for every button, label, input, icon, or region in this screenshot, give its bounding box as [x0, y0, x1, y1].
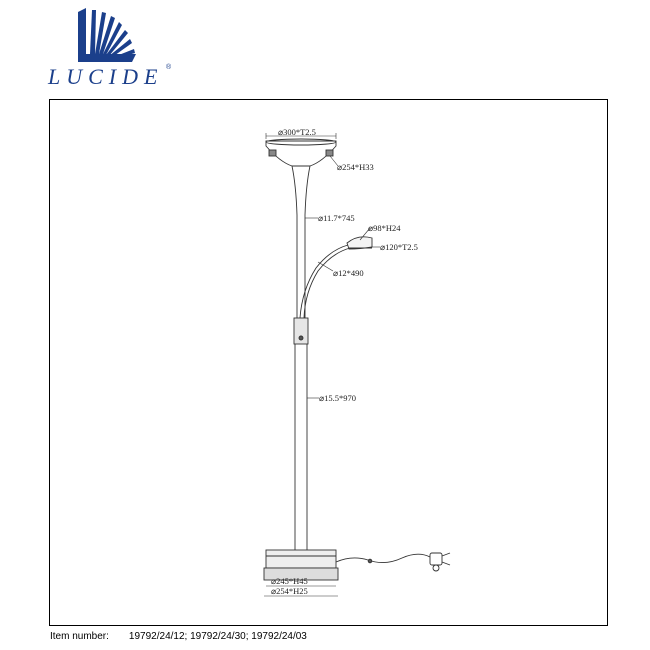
lucide-logo-icon: [78, 8, 136, 62]
brand-wordmark: LUCIDE: [48, 64, 164, 89]
base-upper: [265, 549, 337, 569]
registered-mark: ®: [166, 64, 172, 71]
dim-base-bottom: ⌀254*H25: [271, 586, 308, 596]
dim-top-dish-height: ⌀254*H33: [337, 162, 374, 172]
item-number-value: 19792/24/12; 19792/24/30; 19792/24/03: [128, 631, 307, 642]
switch-connector: [293, 317, 309, 345]
dim-reading-disc: ⌀120*T2.5: [380, 242, 418, 252]
dim-top-dish: ⌀300*T2.5: [278, 127, 316, 137]
power-cable: [335, 553, 431, 563]
dim-reading-arm: ⌀12*490: [333, 268, 364, 278]
dim-upper-tube: ⌀11.7*745: [318, 213, 355, 223]
drawing-frame: [49, 99, 608, 626]
item-number-line: Item number: 19792/24/12; 19792/24/30; 19…: [50, 631, 307, 642]
reading-arm-shape: [299, 244, 349, 319]
dim-reading-head: ⌀98*H24: [368, 223, 401, 233]
dim-base-top: ⌀245*H45: [271, 576, 308, 586]
dim-main-tube: ⌀15.5*970: [319, 393, 356, 403]
power-plug-icon: [429, 552, 443, 566]
base-lower: [263, 567, 339, 581]
reading-head-shape: [346, 236, 373, 250]
item-number-label: Item number:: [50, 631, 109, 642]
